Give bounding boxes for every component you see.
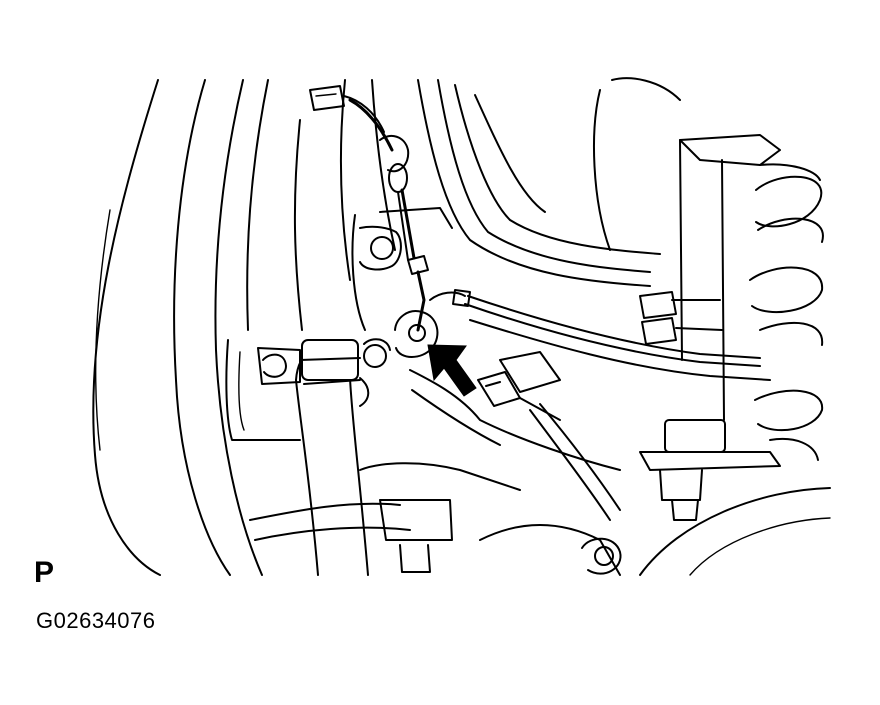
- sensor-wire-harness: [309, 85, 471, 332]
- figure-id: G02634076: [36, 608, 156, 633]
- sensor-bracket: [363, 310, 439, 368]
- wheel-hub: [639, 487, 831, 576]
- lower-arm: [249, 369, 622, 576]
- coil-spring-assembly: [593, 77, 824, 521]
- stabilizer-bar: [257, 339, 370, 576]
- view-label: P: [34, 556, 55, 589]
- wheel-well-contours: [92, 79, 396, 576]
- speed-sensor: [477, 351, 621, 521]
- pointer-arrow-icon: [427, 344, 477, 397]
